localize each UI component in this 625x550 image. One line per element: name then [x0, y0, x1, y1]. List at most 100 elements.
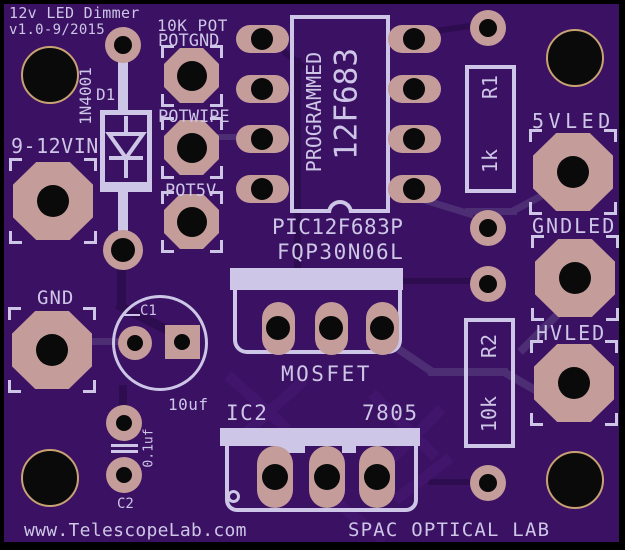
drill-hole: [116, 467, 132, 483]
r1-outline: [465, 65, 516, 193]
pot-header-label: 10K POT: [157, 16, 228, 35]
diode-symbol-icon: [105, 116, 147, 178]
ic1-pin1-notch: [327, 200, 353, 213]
pad-potwipe-label: POTWIPE: [158, 107, 230, 127]
mosfet-part-label: FQP30N06L: [277, 240, 405, 264]
trace: [119, 385, 127, 410]
led-gnd-label: GNDLED: [532, 214, 617, 238]
drill-hole: [403, 28, 425, 50]
trace: [428, 479, 474, 485]
r2-value: 10k: [477, 395, 501, 433]
r2-designator: R2: [477, 333, 501, 359]
footer-lab-name: SPAC OPTICAL LAB: [348, 519, 551, 541]
power-in-bracket: [9, 158, 97, 244]
drill-hole: [370, 316, 394, 340]
ic2-part-label: 7805: [362, 401, 419, 425]
mounting-hole-top-right: [546, 29, 604, 87]
r2-outline: [464, 318, 515, 448]
mounting-hole-bottom-right: [546, 451, 604, 509]
ic1-part-text: 12F683: [328, 48, 365, 160]
c1-value: 10uf: [168, 395, 209, 414]
c2-value: 0.1uf: [141, 428, 157, 468]
c2-designator: C2: [117, 496, 134, 512]
drill-hole: [251, 28, 273, 50]
drill-hole: [479, 19, 497, 37]
ic2-pin1-mark: [227, 490, 240, 503]
led-5v-label: 5VLED: [532, 109, 615, 133]
ic2-tab-notch: [275, 446, 305, 453]
drill-hole: [364, 464, 390, 490]
led-hv-bracket: [530, 340, 618, 426]
board-edge-bottom: [0, 542, 625, 550]
pad-pot5v-label: POT5V: [165, 181, 217, 201]
trace: [294, 58, 301, 270]
drill-hole: [559, 262, 591, 294]
ic2-tab-bar: [220, 428, 420, 446]
trace: [90, 338, 120, 345]
drill-hole: [177, 133, 207, 163]
board-edge-right: [619, 0, 625, 550]
mosfet-body-outline: [233, 284, 402, 354]
drill-hole: [403, 178, 425, 200]
ic2-tab-notch: [342, 446, 356, 453]
drill-hole: [36, 334, 68, 366]
drill-hole: [262, 464, 288, 490]
drill-hole: [111, 238, 135, 262]
d1-part-label: 1N4001: [76, 67, 95, 125]
footer-url: www.TelescopeLab.com: [24, 520, 247, 541]
ground-bracket: [8, 307, 96, 393]
led-hv-label: HVLED: [536, 321, 607, 345]
drill-hole: [479, 219, 497, 237]
mosfet-tab-bar: [230, 268, 403, 290]
drill-hole: [558, 367, 590, 399]
ic2-body-outline: [225, 446, 418, 512]
d1-designator: D1: [96, 85, 116, 104]
trace: [216, 134, 242, 140]
mosfet-label: MOSFET: [281, 362, 372, 386]
drill-hole: [37, 185, 69, 217]
power-in-label: 9-12VIN: [11, 134, 99, 158]
d1-cathode-band: [103, 182, 149, 189]
c2-plate-line: [111, 444, 138, 447]
drill-hole: [177, 61, 207, 91]
r1-value: 1k: [478, 148, 502, 174]
c1-mark-line: [122, 314, 140, 316]
ic1-programmed-text: PROGRAMMED: [302, 51, 326, 173]
drill-hole: [319, 316, 343, 340]
pad-potgnd-bracket: [161, 45, 223, 107]
drill-hole: [116, 415, 132, 431]
ic1-label: PIC12F683P: [272, 215, 404, 239]
board-title: 12v LED Dimmer: [9, 4, 140, 22]
drill-hole: [127, 335, 143, 351]
drill-hole: [251, 78, 273, 100]
c1-designator: C1: [140, 303, 157, 319]
drill-hole: [174, 334, 190, 350]
drill-hole: [266, 316, 290, 340]
pad-pot5v-bracket: [161, 191, 223, 253]
drill-hole: [479, 474, 497, 492]
led-gnd-bracket: [531, 235, 619, 321]
drill-hole: [403, 128, 425, 150]
r1-designator: R1: [478, 74, 502, 100]
ground-label: GND: [37, 287, 75, 309]
drill-hole: [479, 275, 497, 293]
pad-potwipe-bracket: [161, 117, 223, 179]
trace: [428, 368, 508, 376]
board-edge-top: [0, 0, 625, 4]
c1-outline: [112, 295, 208, 391]
led-5v-bracket: [529, 129, 617, 215]
board-version: v1.0-9/2015: [9, 22, 106, 38]
drill-hole: [251, 178, 273, 200]
drill-hole: [403, 78, 425, 100]
c2-plate-line: [111, 450, 138, 453]
board-edge-left: [0, 0, 4, 550]
trace: [117, 262, 126, 307]
mounting-hole-bottom-left: [21, 449, 79, 507]
pad-potgnd-label: POTGND: [158, 31, 220, 51]
mounting-hole-top-left: [21, 46, 79, 104]
drill-hole: [114, 36, 132, 54]
ic2-designator: IC2: [226, 401, 269, 425]
trace: [398, 278, 474, 284]
drill-hole: [557, 156, 589, 188]
